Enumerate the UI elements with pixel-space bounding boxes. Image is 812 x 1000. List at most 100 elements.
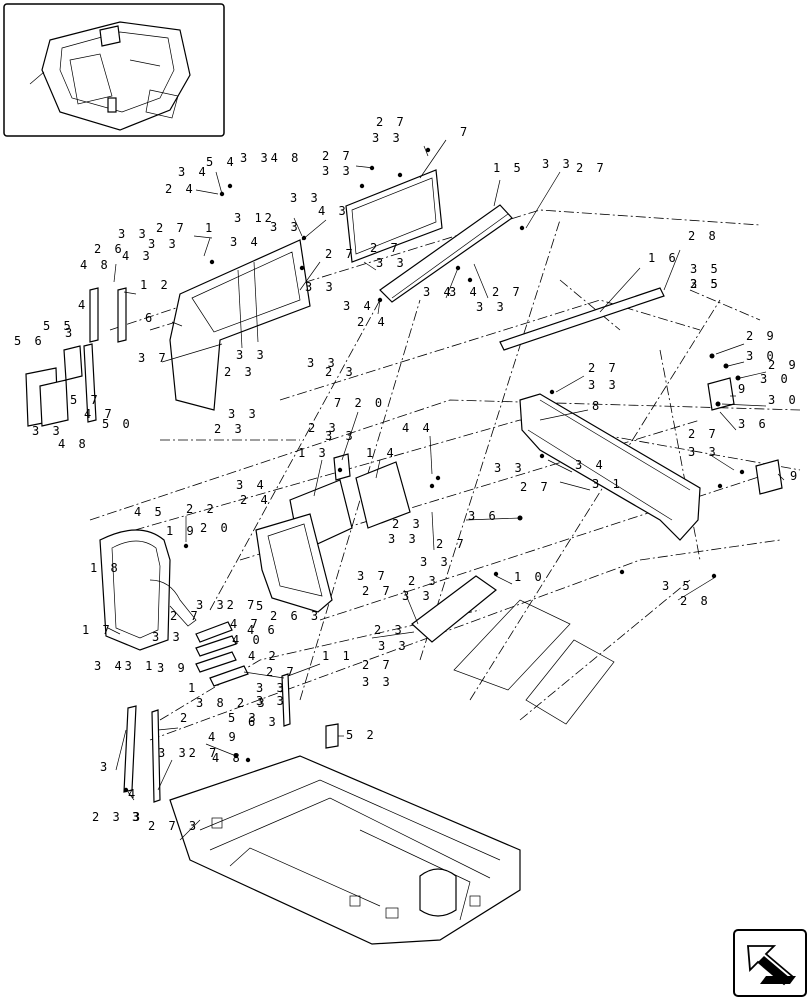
callout-label-c-27c: 2 7 (576, 161, 607, 175)
callout-label-c-3823: 3 8 2 3 (196, 696, 268, 710)
callout-label-c-48c: 4 8 (212, 751, 243, 765)
callout-label-c-27k: 2 7 (436, 537, 467, 551)
callout-label-c-3327: 3 32 7 (196, 598, 257, 612)
callout-label-c-36a: 3 6 (738, 417, 769, 431)
part-9-brackets (707, 377, 783, 495)
part-8-right-beam (519, 393, 701, 541)
callout-label-c-2a: 2 (180, 711, 190, 725)
callout-label-c-33o: 3 3 (32, 424, 63, 438)
part-10-floor-panel (411, 575, 615, 725)
callout-label-c-33c: 3 3 (542, 157, 573, 171)
callout-label-c-18: 1 8 (90, 561, 121, 575)
page-nav-arrow-button[interactable] (733, 929, 807, 997)
callout-label-c-27i: 2 7 (688, 427, 719, 441)
callout-label-c-30a: 3 0 (746, 349, 777, 363)
callout-label-c-57a: 5 7 (70, 393, 101, 407)
left-brackets (25, 287, 127, 427)
callout-label-c-34e: 3 4 (343, 299, 374, 313)
overview-cab-illustration (29, 21, 191, 131)
callout-label-c-45: 4 5 (134, 505, 165, 519)
callout-label-c-34g: 3 4 (236, 478, 267, 492)
callout-label-c-39: 3 9 (157, 661, 188, 675)
callout-label-c-27b: 2 7 (322, 149, 353, 163)
callout-label-c-15: 1 5 (493, 161, 524, 175)
callout-label-c-52: 5 2 (346, 728, 377, 742)
callout-label-c-27m: 2 7 (170, 609, 201, 623)
callout-label-c-27h: 2 7 (588, 361, 619, 375)
callout-label-c-25: 2 5 (690, 277, 721, 291)
callout-label-c-6: 6 (145, 311, 155, 325)
callout-label-c-33s: 3 3 (388, 532, 419, 546)
callout-label-c-1b: 1 (188, 681, 198, 695)
callout-label-c-33f: 3 3 (148, 237, 179, 251)
callout-label-c-27o: 2 7 (362, 658, 393, 672)
callout-label-c-53: 5 3 (228, 711, 259, 725)
callout-label-c-24a: 2 4 (165, 182, 196, 196)
callout-label-c-49: 4 9 (208, 730, 239, 744)
callout-label-c-33k: 3 3 (236, 348, 267, 362)
callout-label-c-23a: 2 3 (224, 365, 255, 379)
callout-label-c-33d: 3 3 (290, 191, 321, 205)
lower-chassis-frame (169, 755, 521, 945)
callout-label-c-3: 3 (100, 760, 110, 774)
callout-label-c-34c: 3 4 (423, 285, 454, 299)
callout-label-c-48b: 4 8 (58, 437, 89, 451)
callout-label-c-26: 2 6 (94, 242, 125, 256)
callout-label-c-33j: 3 3 (305, 280, 336, 294)
part-5-lower-panel (255, 513, 333, 613)
part-11-strap (281, 673, 291, 727)
callout-label-c-1a: 1 (205, 221, 215, 235)
callout-label-c-28a: 2 8 (688, 229, 719, 243)
callout-label-c-56: 5 6 (14, 334, 45, 348)
part-15-upper-rail (379, 204, 513, 303)
callout-label-c-263: 2 6 3 (270, 609, 321, 623)
callout-label-c-34f: 3 4 (575, 458, 606, 472)
callout-label-c-4a: 4 (78, 298, 88, 312)
callout-label-c-2333: 2 3 3 (92, 810, 143, 824)
callout-label-c-46: 4 6 (247, 623, 278, 637)
callout-label-c-23f: 2 3 (408, 574, 439, 588)
callout-label-c-29a: 2 9 (746, 329, 777, 343)
callout-label-c-23c: 2 3 (214, 422, 245, 436)
callout-label-c-27n: 2 7 (266, 665, 297, 679)
callout-label-c-35a: 3 5 (690, 262, 721, 276)
callout-label-c-24b: 2 4 (357, 315, 388, 329)
callout-label-c-35c: 3 5 (662, 579, 693, 593)
alignment-lines (89, 209, 801, 741)
callout-label-c-14: 1 4 (366, 446, 397, 460)
callout-label-c-55: 5 5 (43, 319, 74, 333)
callout-label-c-33b: 3 3 (322, 164, 353, 178)
callout-label-c-37: 3 7 (138, 351, 169, 365)
callout-label-c-29b: 2 9 (768, 358, 799, 372)
callout-label-c-3327b: 3 32 7 (158, 746, 219, 760)
callout-label-c-23b: 2 3 (325, 365, 356, 379)
callout-label-c-33n: 3 3 (228, 407, 259, 421)
callout-label-c-23e: 2 3 (392, 517, 423, 531)
callout-label-c-3431: 3 43 1 (94, 659, 155, 673)
callout-label-c-13: 1 3 (298, 446, 329, 460)
callout-label-c-33r: 3 3 (494, 461, 525, 475)
part-7-upper-panel (345, 169, 443, 263)
callout-label-c-3c: 3 (132, 810, 142, 824)
callout-label-c-273: 2 7 3 (148, 819, 199, 833)
callout-label-c-3b: 3 (65, 326, 75, 340)
callout-label-c-40: 4 0 (232, 633, 263, 647)
callout-label-c-22: 2 2 (186, 502, 217, 516)
part-52-plate (325, 723, 339, 749)
callout-label-c-42: 4 2 (248, 649, 279, 663)
callout-label-c-24c: 2 4 (240, 493, 271, 507)
part-2-post (151, 709, 161, 803)
callout-label-c-63: 6 3 (248, 715, 279, 729)
callout-label-c-33t: 3 3 (420, 555, 451, 569)
callout-label-c-48a: 4 8 (80, 258, 111, 272)
callout-label-c-54: 5 4 (206, 155, 237, 169)
callout-label-c-27e: 2 7 (370, 241, 401, 255)
leader-lines (107, 139, 785, 801)
callout-label-c-30b: 3 0 (760, 372, 791, 386)
part-6-side-panel (169, 239, 311, 411)
callout-label-c-33v: 3 3 (378, 639, 409, 653)
callout-label-c-16: 1 6 (648, 251, 679, 265)
callout-label-c-27j: 2 7 (520, 480, 551, 494)
part-3-post (123, 705, 137, 793)
